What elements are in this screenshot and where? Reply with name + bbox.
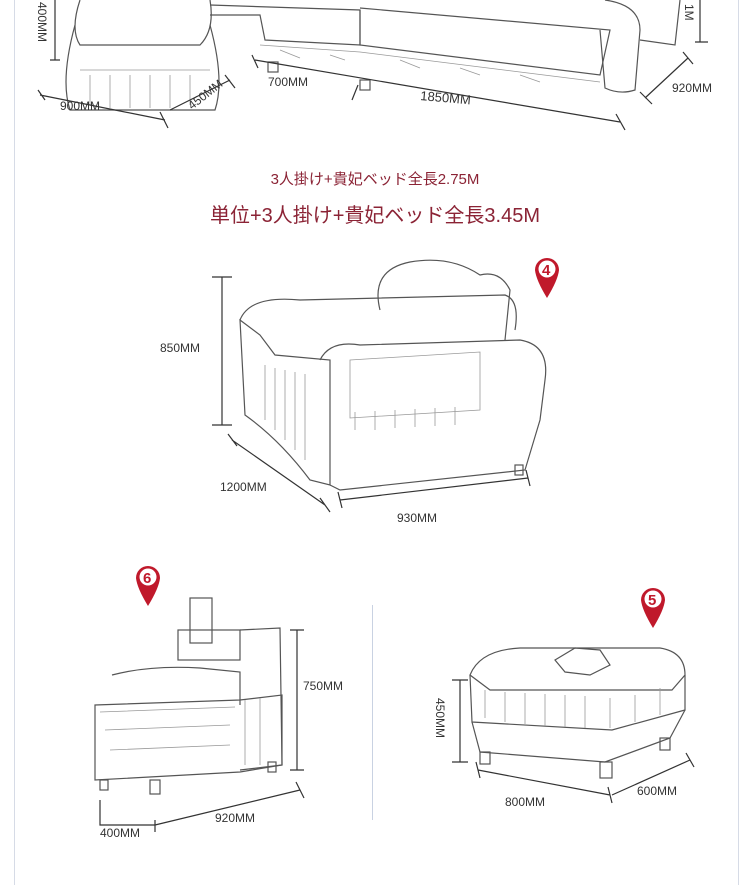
height-label-partial: 1M <box>682 4 696 21</box>
armchair-width-label: 930MM <box>397 511 437 525</box>
side-unit-height-label: 750MM <box>303 679 343 693</box>
height-label-400: 400MM <box>35 2 49 42</box>
side-unit-dimension-lines <box>99 629 305 832</box>
frame-border-left <box>14 0 15 885</box>
depth-label: 920MM <box>672 81 712 95</box>
ottoman-width-label: 800MM <box>505 795 545 809</box>
side-unit-depth-label: 400MM <box>100 826 140 840</box>
seat-depth-label: 700MM <box>268 75 308 89</box>
side-unit-width-label: 920MM <box>215 811 255 825</box>
marker-pin-4: 4 <box>535 258 559 298</box>
svg-text:4: 4 <box>542 262 551 279</box>
ottoman-depth-label: 600MM <box>637 784 677 798</box>
armchair-sketch <box>239 259 547 491</box>
armchair-height-label: 850MM <box>160 341 200 355</box>
sectional-sofa-sketch <box>65 0 681 111</box>
ottoman-dimension-lines <box>452 679 695 804</box>
section-divider <box>372 605 373 820</box>
frame-border-right <box>738 0 739 885</box>
marker-pin-6: 6 <box>136 566 160 606</box>
marker-pin-5: 5 <box>641 588 665 628</box>
ottoman-sketch <box>469 647 686 779</box>
chaise-depth-label: 450MM <box>185 77 225 113</box>
heading-line-1: 3人掛け+貴妃ベッド全長2.75M <box>270 171 480 188</box>
sectional-dimension-lines <box>37 0 708 131</box>
armchair-dimension-lines <box>212 276 531 513</box>
svg-text:6: 6 <box>143 570 151 587</box>
length-label: 1850MM <box>420 88 472 107</box>
side-unit-sketch <box>94 597 283 795</box>
armchair-depth-label: 1200MM <box>220 480 267 494</box>
svg-text:5: 5 <box>648 592 656 609</box>
ottoman-height-label: 450MM <box>433 698 447 738</box>
heading-line-2: 単位+3人掛け+貴妃ベッド全長3.45M <box>209 205 541 227</box>
chaise-width-label: 900MM <box>60 99 100 113</box>
